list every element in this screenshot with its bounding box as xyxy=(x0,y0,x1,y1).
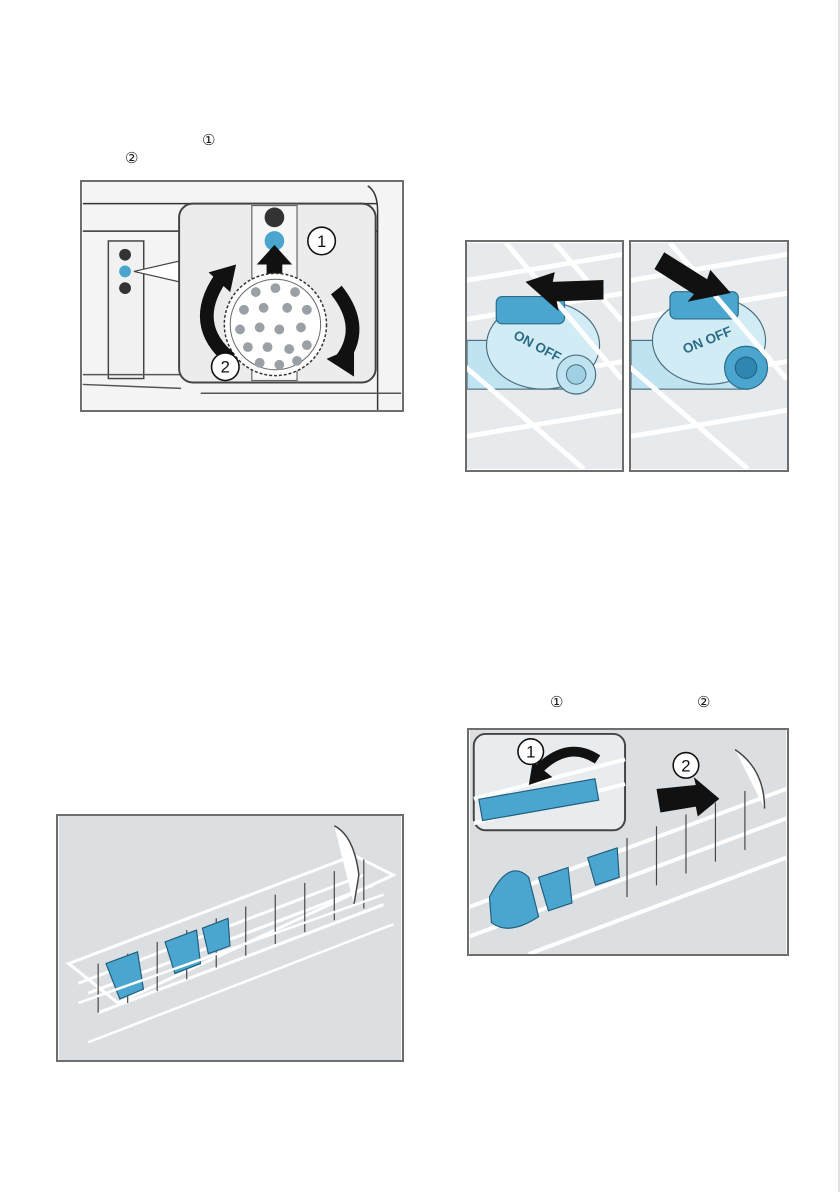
step-marker-one: ① xyxy=(202,133,215,149)
switch-on-illustration: ON OFF xyxy=(467,242,622,470)
dial-callout-two: 2 xyxy=(221,358,230,377)
switch-on-figure: ON OFF xyxy=(465,240,624,472)
step-marker-two: ② xyxy=(125,151,138,167)
dial-illustration: 1 2 xyxy=(82,182,402,410)
basket-illustration xyxy=(58,816,402,1060)
dial-rotation-figure: 1 2 xyxy=(80,180,404,412)
basket-figure xyxy=(56,814,404,1062)
switch-off-figure: ON OFF xyxy=(629,240,789,472)
remove-callout-two: 2 xyxy=(681,756,690,775)
switch-off-illustration: ON OFF xyxy=(631,242,787,470)
remove-marker-one: ① xyxy=(550,695,563,711)
remove-parts-figure: 1 2 xyxy=(467,728,789,956)
dial-callout-one: 1 xyxy=(317,232,326,251)
dial-icon xyxy=(224,273,326,375)
remove-parts-illustration: 1 2 xyxy=(469,730,787,954)
remove-callout-one: 1 xyxy=(526,743,535,762)
remove-marker-two: ② xyxy=(697,695,710,711)
